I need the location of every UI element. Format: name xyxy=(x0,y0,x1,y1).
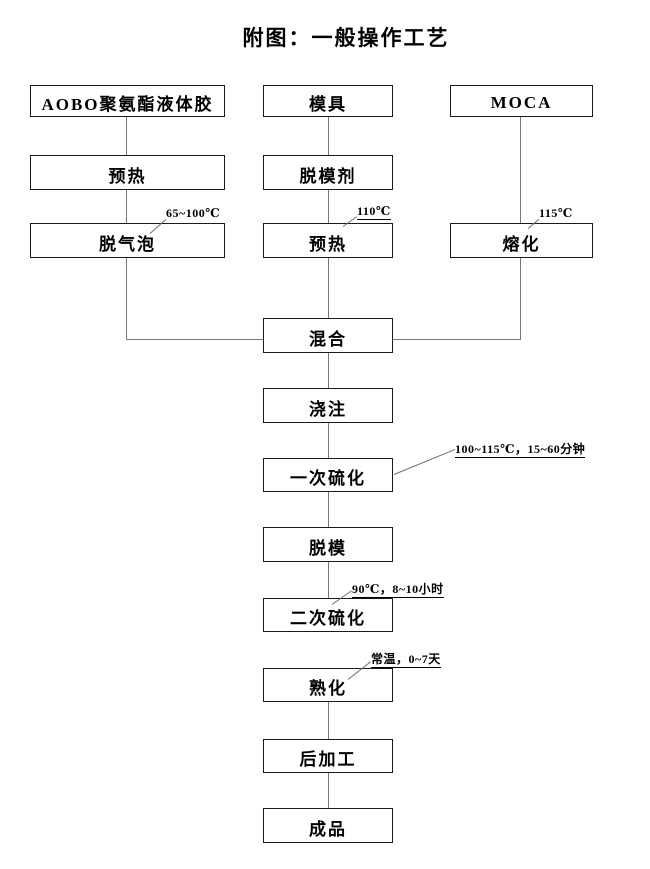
connector-pour-primarycure xyxy=(328,423,329,458)
page-title: 附图：一般操作工艺 xyxy=(242,26,450,50)
node-moca: MOCA xyxy=(450,85,593,117)
node-label: 二次硫化 xyxy=(290,609,366,628)
node-finished-product: 成品 xyxy=(263,808,393,843)
node-label: 浇注 xyxy=(309,399,347,419)
node-material-aobo: AOBO聚氨酯液体胶 xyxy=(30,85,225,117)
connector-maturation-postprocessing xyxy=(328,702,329,739)
connector-aobo-preheat xyxy=(126,117,127,155)
connector-mix-pour xyxy=(328,353,329,388)
node-primary-cure: 一次硫化 xyxy=(263,458,393,492)
node-label: 成品 xyxy=(309,819,347,839)
node-label: 一次硫化 xyxy=(290,469,366,488)
node-pour: 浇注 xyxy=(263,388,393,423)
node-secondary-cure: 二次硫化 xyxy=(263,598,393,632)
node-label: 脱模 xyxy=(309,538,347,558)
node-mold: 模具 xyxy=(263,85,393,117)
node-maturation: 熟化 xyxy=(263,668,393,702)
annotation-secondary-cure-params: 90℃，8~10小时 xyxy=(352,582,444,598)
node-preheat-mold: 预热 xyxy=(263,223,393,258)
connector-preheat-mix xyxy=(328,258,329,320)
node-degas: 脱气泡 xyxy=(30,223,225,258)
connector-moca-melt xyxy=(520,117,521,223)
leader-line-primary-cure-params xyxy=(393,448,456,475)
node-label: 混合 xyxy=(309,329,347,349)
connector-degas-down xyxy=(126,258,127,340)
node-preheat-material: 预热 xyxy=(30,155,225,190)
connector-right-into-mix xyxy=(393,339,521,340)
connector-mold-releaseagent xyxy=(328,117,329,155)
node-label: 预热 xyxy=(309,234,347,254)
connector-releaseagent-preheat xyxy=(328,190,329,223)
node-demold: 脱模 xyxy=(263,527,393,562)
node-label: AOBO聚氨酯液体胶 xyxy=(41,95,214,114)
node-melt: 熔化 xyxy=(450,223,593,258)
node-mix: 混合 xyxy=(263,318,393,353)
annotation-melt-temp: 115℃ xyxy=(539,206,573,220)
annotation-degas-temp: 65~100℃ xyxy=(166,206,221,220)
node-label: 熟化 xyxy=(309,679,347,698)
connector-left-into-mix xyxy=(126,339,263,340)
connector-primarycure-demold xyxy=(328,492,329,527)
node-label: 模具 xyxy=(309,95,347,114)
node-post-processing: 后加工 xyxy=(263,739,393,773)
connector-melt-down xyxy=(520,258,521,340)
connector-preheat-degas xyxy=(126,190,127,223)
node-label: 预热 xyxy=(108,166,147,186)
node-label: 脱模剂 xyxy=(299,166,357,186)
connector-postprocessing-product xyxy=(328,773,329,808)
node-label: 后加工 xyxy=(299,750,357,769)
connector-demold-secondarycure xyxy=(328,562,329,598)
node-release-agent: 脱模剂 xyxy=(263,155,393,190)
node-label: 熔化 xyxy=(502,234,541,254)
node-label: MOCA xyxy=(490,92,553,112)
node-label: 脱气泡 xyxy=(99,234,156,254)
annotation-maturation-params: 常温，0~7天 xyxy=(371,652,441,668)
annotation-preheat-mold-temp: 110℃ xyxy=(357,204,391,220)
annotation-primary-cure-params: 100~115℃，15~60分钟 xyxy=(455,442,586,458)
